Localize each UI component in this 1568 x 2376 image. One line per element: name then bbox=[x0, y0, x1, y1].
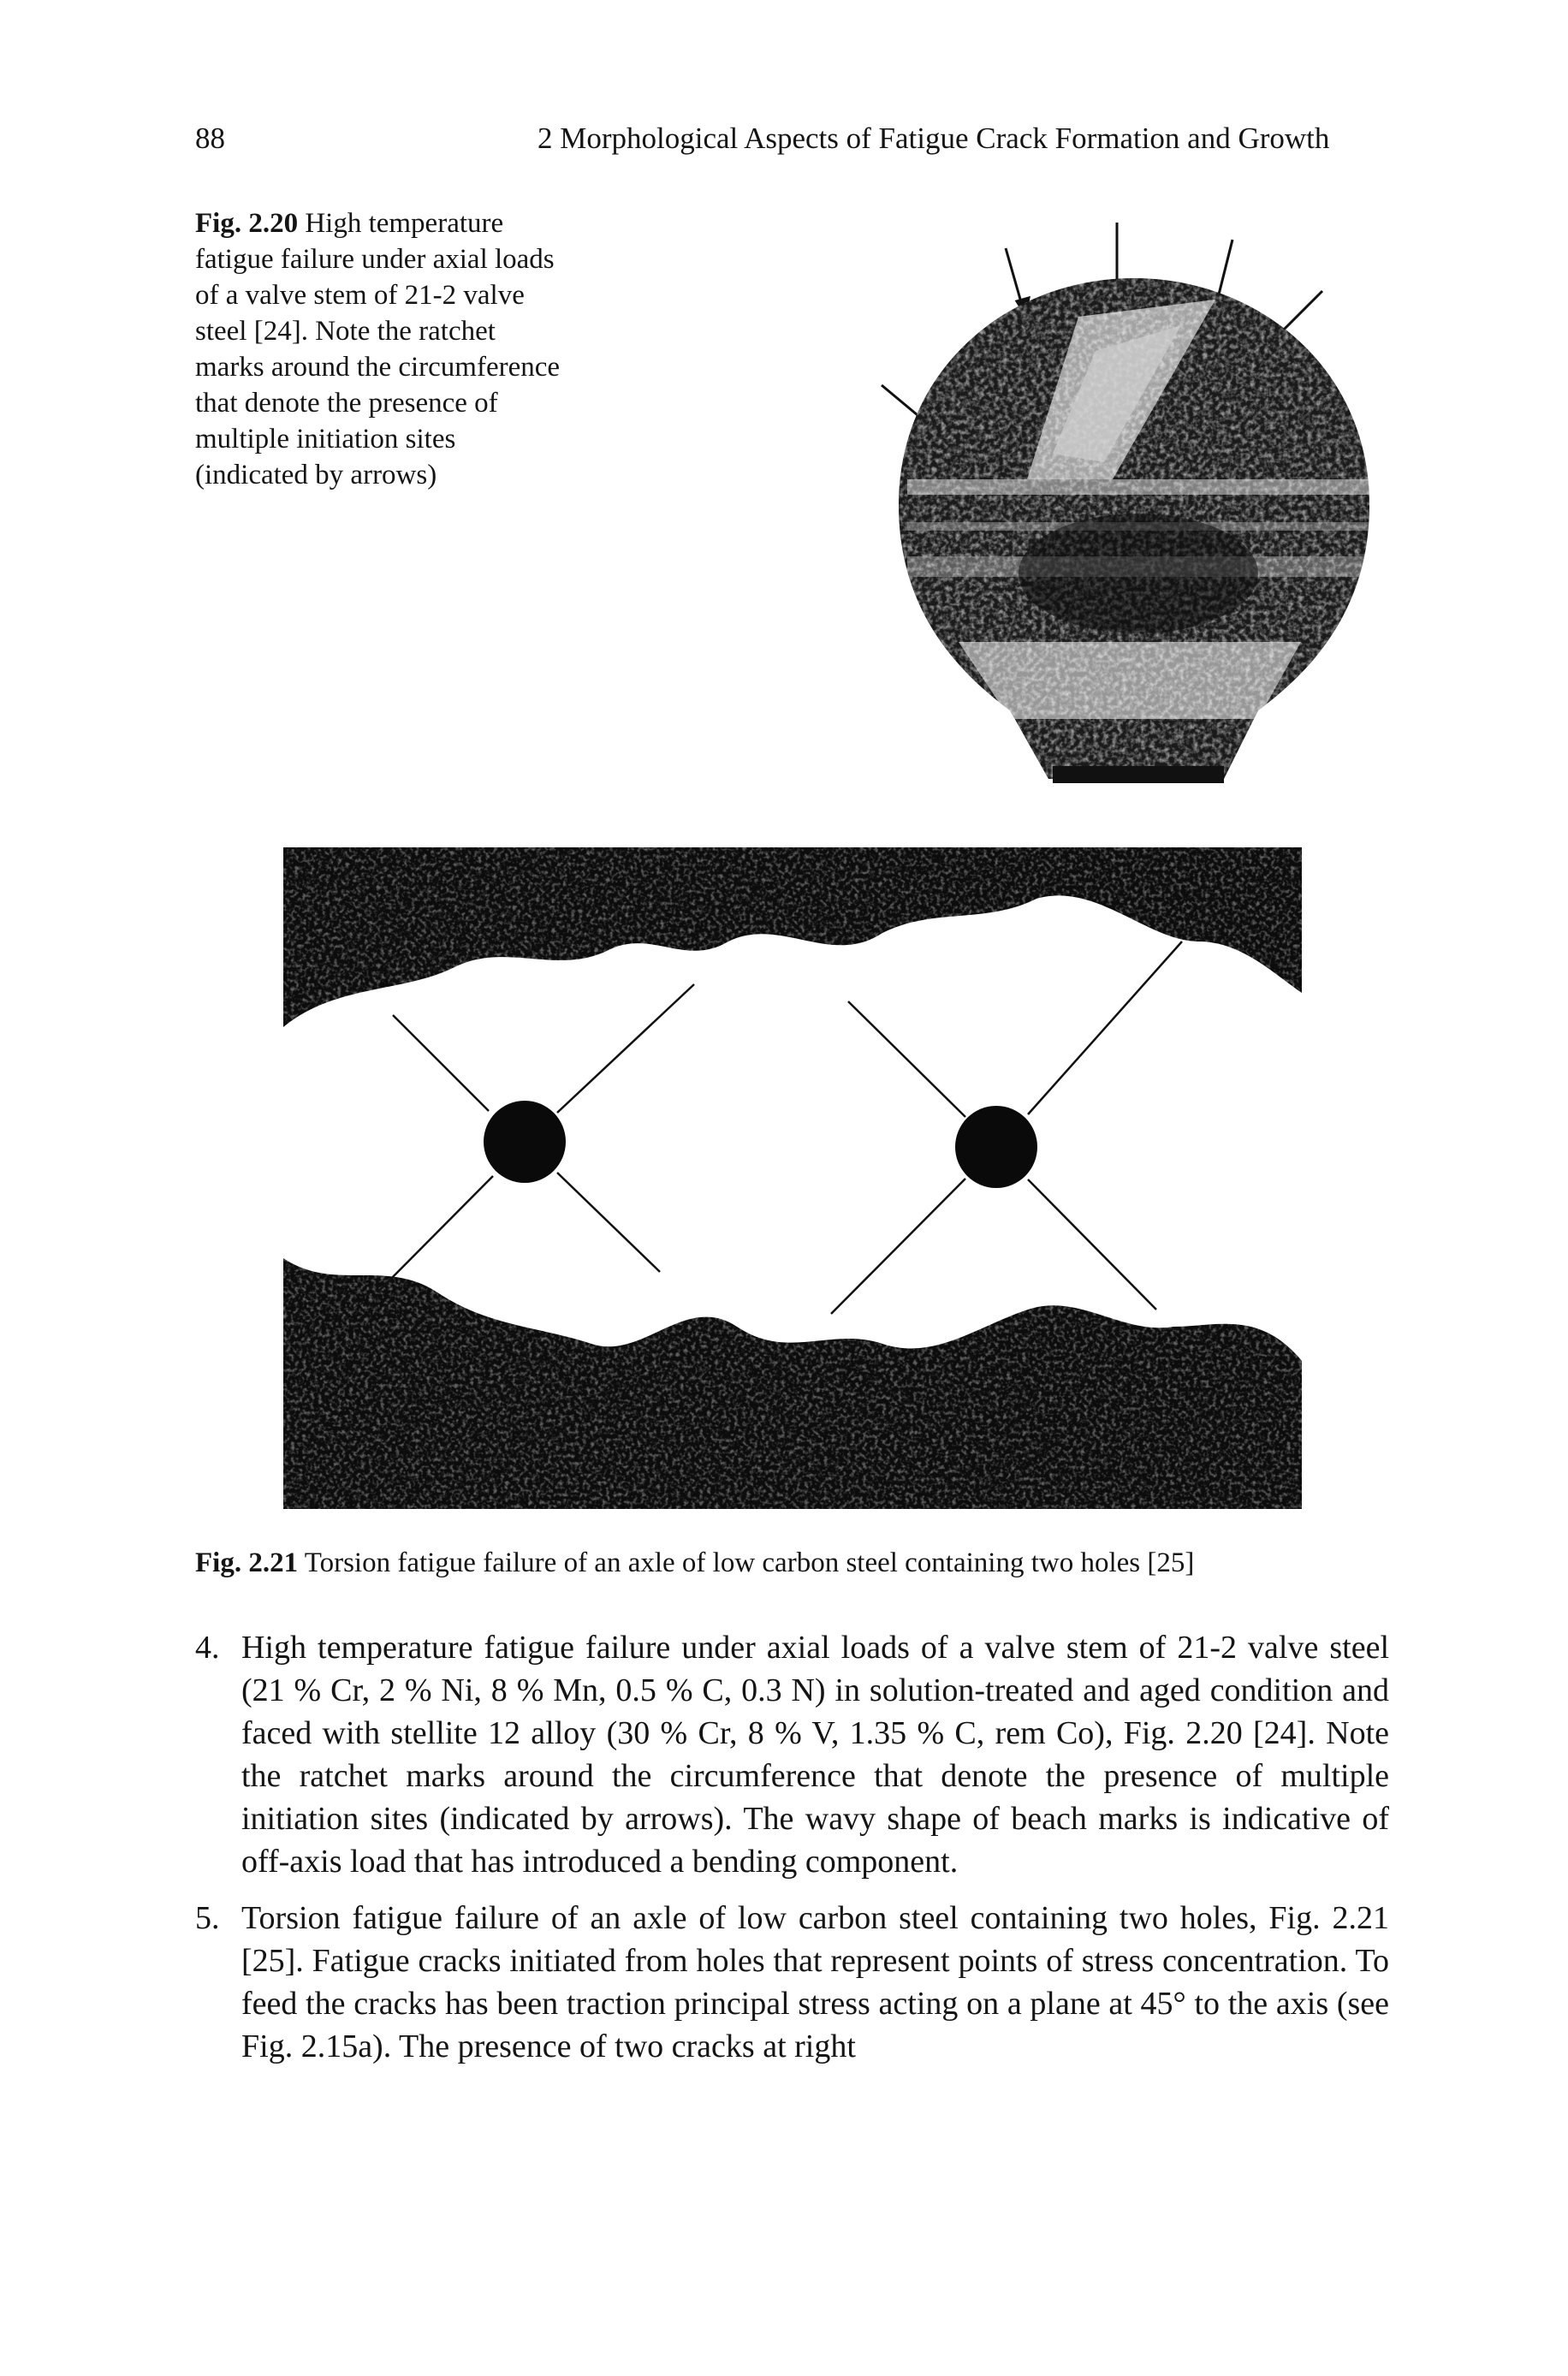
running-head: 2 Morphological Aspects of Fatigue Crack… bbox=[538, 122, 1330, 155]
page-number: 88 bbox=[195, 122, 225, 155]
list-item: 4. High temperature fatigue failure unde… bbox=[195, 1626, 1389, 1883]
figure-caption-text: High temperature fatigue failure under a… bbox=[195, 208, 561, 490]
list-item: 5. Torsion fatigue failure of an axle of… bbox=[195, 1897, 1389, 2068]
figure-caption: Fig. 2.21 Torsion fatigue failure of an … bbox=[195, 1547, 1194, 1579]
figure-caption-text: Torsion fatigue failure of an axle of lo… bbox=[304, 1547, 1195, 1578]
hole-left bbox=[484, 1101, 566, 1183]
specimen-base bbox=[1053, 766, 1224, 783]
list-item-text: High temperature fatigue failure under a… bbox=[241, 1630, 1389, 1880]
axle-surface-photo bbox=[283, 847, 1302, 1509]
fracture-disc bbox=[899, 278, 1369, 779]
list-item-text: Torsion fatigue failure of an axle of lo… bbox=[241, 1900, 1389, 2064]
figure-label: Fig. 2.21 bbox=[195, 1547, 299, 1578]
body-text: 4. High temperature fatigue failure unde… bbox=[195, 1626, 1389, 2082]
figure-caption: Fig. 2.20 High temperature fatigue failu… bbox=[195, 205, 563, 493]
list-item-number: 4. bbox=[195, 1630, 220, 1666]
fracture-surface-photo bbox=[881, 223, 1369, 783]
torsion-cracks bbox=[377, 941, 1183, 1315]
list-item-number: 5. bbox=[195, 1900, 220, 1936]
figure-label: Fig. 2.20 bbox=[195, 208, 299, 239]
hole-right bbox=[955, 1106, 1037, 1188]
